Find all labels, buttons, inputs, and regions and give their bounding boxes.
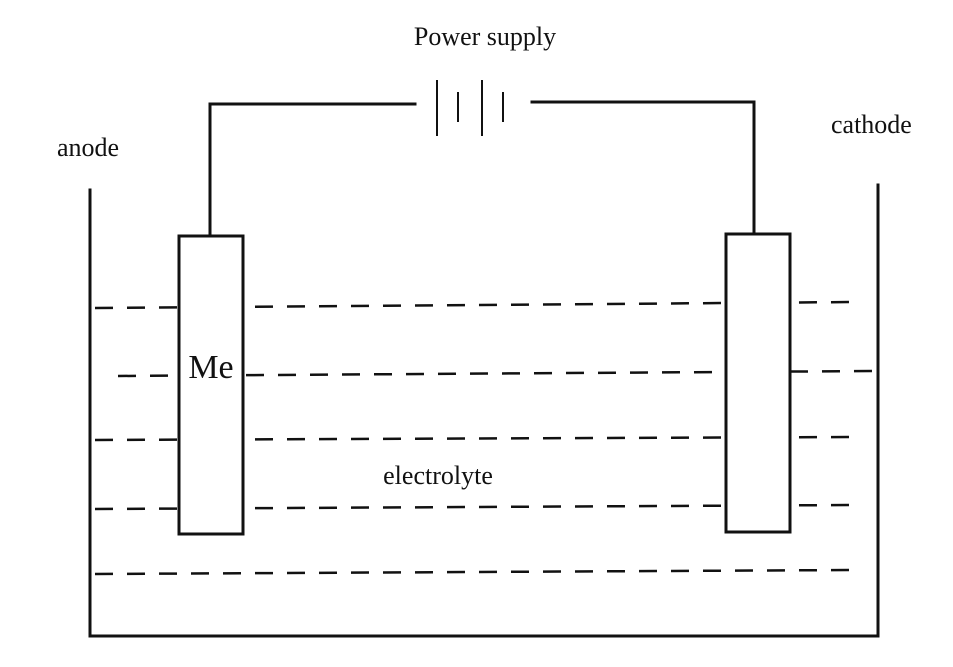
cathode-wire: [530, 100, 756, 237]
metal-label: Me: [188, 349, 233, 386]
power-supply-label: Power supply: [414, 22, 556, 51]
cathode-electrode: [724, 232, 792, 534]
anode-label: anode: [57, 133, 119, 162]
anode-wire: [208, 102, 417, 238]
electrolyte-level-line: [94, 568, 856, 576]
cathode-label: cathode: [831, 110, 912, 139]
anode-electrode: [177, 234, 245, 536]
battery-symbol: [436, 80, 504, 136]
electrolyte-label: electrolyte: [383, 461, 493, 490]
electrolyte-container: [88, 183, 880, 638]
